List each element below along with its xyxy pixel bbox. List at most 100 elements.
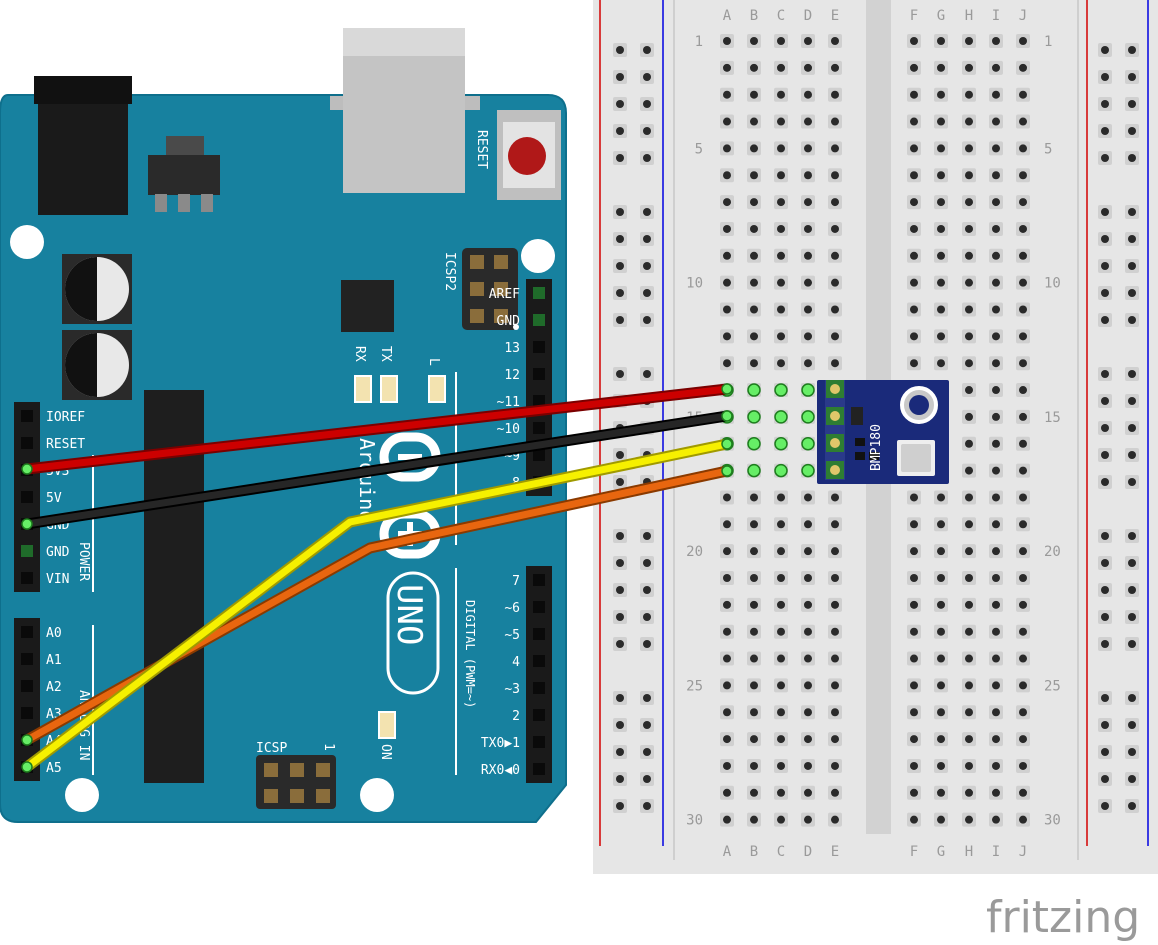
breadboard-hole-center	[1101, 559, 1109, 567]
header-pin[interactable]	[21, 410, 33, 422]
breadboard-hole-center	[965, 117, 973, 126]
header-pin[interactable]	[533, 368, 545, 380]
breadboard-hole-center	[1019, 386, 1027, 395]
breadboard-hole-center	[643, 100, 651, 108]
header-pin[interactable]	[21, 626, 33, 638]
column-label: F	[910, 844, 918, 860]
column-label: G	[937, 8, 945, 24]
breadboard-hole-center	[777, 37, 785, 45]
breadboard-hole-center	[804, 63, 812, 72]
wire-end-markers	[21, 383, 733, 773]
row-label: 5	[695, 141, 703, 157]
column-label: E	[831, 844, 839, 860]
regulator-tab	[166, 136, 204, 158]
breadboard-hole-center	[992, 251, 1000, 260]
header-pin[interactable]	[533, 314, 545, 326]
breadboard-hole-center	[910, 117, 918, 126]
breadboard-hole-center	[777, 627, 785, 636]
reset-label: RESET	[474, 130, 489, 169]
breadboard-hole-center	[643, 73, 651, 81]
header-pin[interactable]	[21, 680, 33, 692]
wire-sda[interactable]	[23, 440, 731, 771]
header-pin[interactable]	[533, 628, 545, 640]
header-pin[interactable]	[533, 422, 545, 434]
breadboard-hole-center	[831, 627, 839, 636]
breadboard-hole-center	[1128, 316, 1136, 324]
breadboard-hole-center	[643, 775, 651, 783]
breadboard-hole-center	[910, 493, 918, 502]
header-pin[interactable]	[533, 574, 545, 586]
tx-led	[380, 375, 398, 403]
breadboard-hole-center	[723, 251, 731, 260]
usb-connector-top	[343, 28, 465, 56]
on-label: ON	[378, 744, 393, 760]
breadboard-hole-center	[910, 251, 918, 260]
breadboard-hole-center	[965, 600, 973, 609]
breadboard-hole-center	[750, 735, 758, 744]
pin-label: 4	[512, 655, 520, 670]
header-pin[interactable]	[533, 601, 545, 613]
header-pin[interactable]	[533, 709, 545, 721]
reset-button[interactable]	[508, 137, 546, 175]
breadboard-hole-center	[831, 547, 839, 556]
digital-title: DIGITAL (PWM=~)	[463, 600, 477, 708]
breadboard-hole-center	[965, 681, 973, 690]
breadboard-hole-center	[1101, 694, 1109, 702]
breadboard-hole-center	[750, 493, 758, 502]
breadboard-hole-center	[804, 627, 812, 636]
breadboard-hole-center	[1128, 640, 1136, 648]
breadboard-hole-center	[1101, 532, 1109, 540]
breadboard-hole-center	[804, 654, 812, 663]
breadboard-hole-center	[910, 761, 918, 770]
wire-gnd[interactable]	[23, 412, 731, 528]
breadboard-hole-center	[643, 262, 651, 270]
wire-vcc[interactable]	[23, 385, 731, 473]
header-pin[interactable]	[21, 707, 33, 719]
breadboard-hole-center	[965, 735, 973, 744]
breadboard-hole-center	[643, 316, 651, 324]
breadboard-hole-center	[1128, 451, 1136, 459]
rx-label: RX	[352, 346, 367, 362]
header-pin[interactable]	[533, 395, 545, 407]
breadboard-hole-center	[616, 694, 624, 702]
breadboard-hole-center	[937, 654, 945, 663]
sensor-resistor	[855, 438, 865, 446]
header-pin[interactable]	[21, 653, 33, 665]
header-pin[interactable]	[533, 763, 545, 775]
connected-hole	[801, 463, 815, 478]
breadboard-hole-center	[992, 224, 1000, 233]
breadboard-hole-center	[804, 574, 812, 582]
header-pin[interactable]	[21, 491, 33, 503]
header-pin[interactable]	[533, 655, 545, 667]
header-pin[interactable]	[21, 437, 33, 449]
mounting-hole	[65, 778, 99, 812]
header-pin[interactable]	[533, 682, 545, 694]
breadboard-hole-center	[992, 171, 1000, 180]
breadboard-hole-center	[1019, 359, 1027, 368]
header-pin[interactable]	[533, 287, 545, 299]
breadboard-hole-center	[750, 144, 758, 153]
breadboard-hole-center	[1019, 547, 1027, 556]
breadboard-hole-center	[750, 708, 758, 717]
header-pin[interactable]	[21, 545, 33, 557]
breadboard-hole-center	[723, 117, 731, 126]
breadboard-hole-center	[1101, 802, 1109, 810]
breadboard-hole-center	[965, 788, 973, 797]
header-pin[interactable]	[533, 736, 545, 748]
breadboard-hole-center	[750, 627, 758, 636]
breadboard-hole-center	[777, 171, 785, 180]
dc-power-jack	[38, 82, 128, 215]
breadboard-hole-center	[777, 144, 785, 153]
header-pin[interactable]	[21, 572, 33, 584]
pin-label: ~3	[504, 682, 520, 697]
breadboard-hole-center	[910, 520, 918, 529]
breadboard-hole-center	[831, 198, 839, 207]
breadboard-hole-center	[777, 493, 785, 502]
breadboard-hole-center	[723, 332, 731, 341]
breadboard-hole-center	[937, 305, 945, 314]
breadboard-hole-center	[777, 520, 785, 529]
breadboard-hole-center	[1128, 775, 1136, 783]
header-pin[interactable]	[533, 449, 545, 461]
breadboard-hole-center	[804, 224, 812, 233]
header-pin[interactable]	[533, 341, 545, 353]
